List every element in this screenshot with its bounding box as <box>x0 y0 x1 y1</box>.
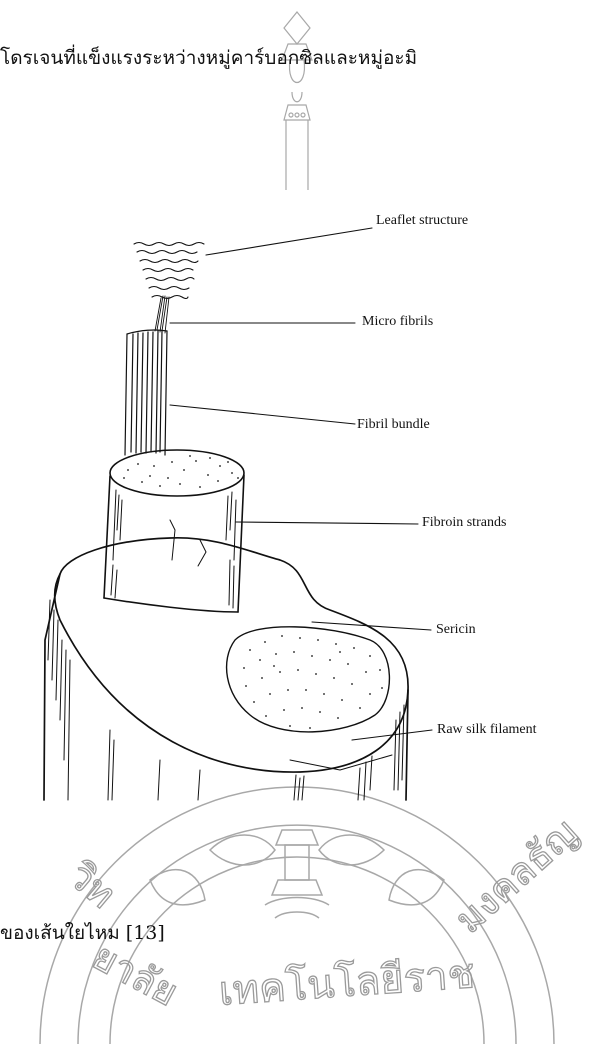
leader-leaflet <box>206 228 372 255</box>
leader-raw-silk <box>352 730 432 740</box>
leaflet-structure-drawing <box>134 243 204 299</box>
leader-lines <box>170 228 432 740</box>
micro-fibrils-drawing <box>155 296 169 333</box>
fibroin-hatching <box>111 490 236 608</box>
label-micro-fibrils: Micro fibrils <box>362 314 433 330</box>
label-raw-silk-filament: Raw silk filament <box>437 722 537 738</box>
figure-caption: ของเส้นใยไหม [13] <box>0 918 165 948</box>
raw-silk-core <box>227 627 390 732</box>
raw-silk-dots <box>243 635 383 729</box>
label-fibroin-strands: Fibroin strands <box>422 515 506 531</box>
label-sericin: Sericin <box>436 622 476 638</box>
fibril-bundle-drawing <box>125 330 167 455</box>
leader-fibril-bundle <box>170 405 355 424</box>
fibroin-top-dots <box>123 455 239 488</box>
leader-fibroin <box>236 522 418 524</box>
label-leaflet-structure: Leaflet structure <box>376 213 468 229</box>
sheath-hatching <box>48 600 404 800</box>
fibroin-strand-top <box>110 450 244 496</box>
label-fibril-bundle: Fibril bundle <box>357 417 430 433</box>
